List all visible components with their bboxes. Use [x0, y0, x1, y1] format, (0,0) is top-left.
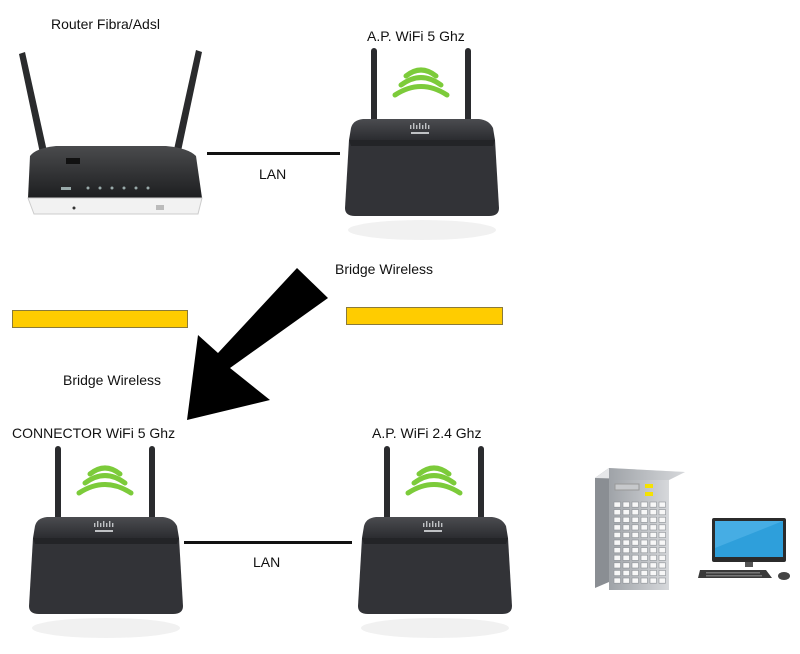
ap-24ghz-label: A.P. WiFi 2.4 Ghz [372, 425, 482, 441]
lan-top-line [207, 152, 340, 155]
bridge-wireless-right-label: Bridge Wireless [335, 261, 434, 277]
lan-bottom-label: LAN [253, 554, 281, 570]
connector-5ghz-icon [27, 446, 185, 641]
server-tower-icon [595, 466, 690, 591]
router-icon [16, 48, 206, 218]
lan-bottom-line [184, 541, 352, 544]
bridge-bar-left [12, 310, 188, 328]
ap-5ghz-icon [343, 48, 501, 243]
ap-5ghz-label: A.P. WiFi 5 Ghz [367, 28, 465, 44]
bridge-wireless-left-label: Bridge Wireless [63, 372, 162, 388]
lan-top-label: LAN [259, 166, 287, 182]
bridge-bar-right [346, 307, 503, 325]
ap-24ghz-icon [356, 446, 514, 641]
desktop-computer-icon [698, 518, 793, 583]
router-label: Router Fibra/Adsl [51, 16, 160, 32]
connector-5ghz-label: CONNECTOR WiFi 5 Ghz [12, 425, 176, 441]
